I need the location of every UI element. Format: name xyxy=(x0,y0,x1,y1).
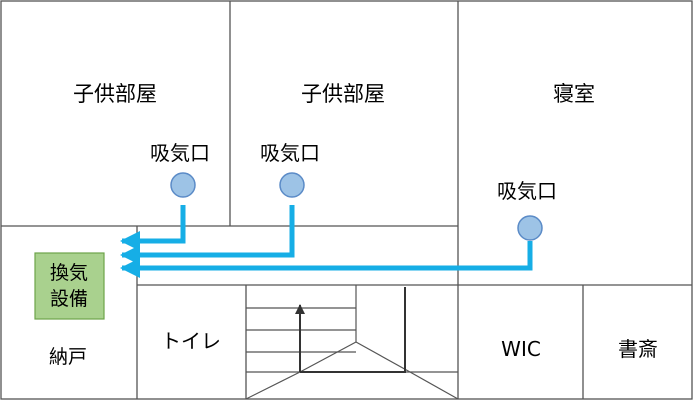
stair-rail xyxy=(300,287,406,373)
staircase xyxy=(245,285,459,400)
ventilation-unit-label-1: 換気 xyxy=(50,262,88,284)
duct-line-1 xyxy=(120,205,186,251)
room-label-study: 書斎 xyxy=(618,337,658,361)
room-label-bedroom: 寝室 xyxy=(553,82,595,106)
ventilation-unit-label-2: 設備 xyxy=(50,288,88,310)
vent-label-3: 吸気口 xyxy=(497,179,557,203)
vent-label-1: 吸気口 xyxy=(150,141,210,165)
ducts xyxy=(120,205,533,278)
room-label-toilet: トイレ xyxy=(161,329,221,353)
room-label-child-room-1: 子供部屋 xyxy=(73,82,157,106)
duct-line-3 xyxy=(120,241,533,278)
room-label-storage: 納戸 xyxy=(49,346,87,368)
vent-circle-3 xyxy=(517,215,543,241)
room-label-wic: WIC xyxy=(501,337,541,361)
ventilation-unit-box xyxy=(34,252,105,320)
room-label-child-room-2: 子供部屋 xyxy=(301,82,385,106)
vent-label-2: 吸気口 xyxy=(260,141,320,165)
duct-line-2 xyxy=(120,205,295,265)
vent-circle-1 xyxy=(170,172,196,198)
vent-circle-2 xyxy=(279,172,305,198)
